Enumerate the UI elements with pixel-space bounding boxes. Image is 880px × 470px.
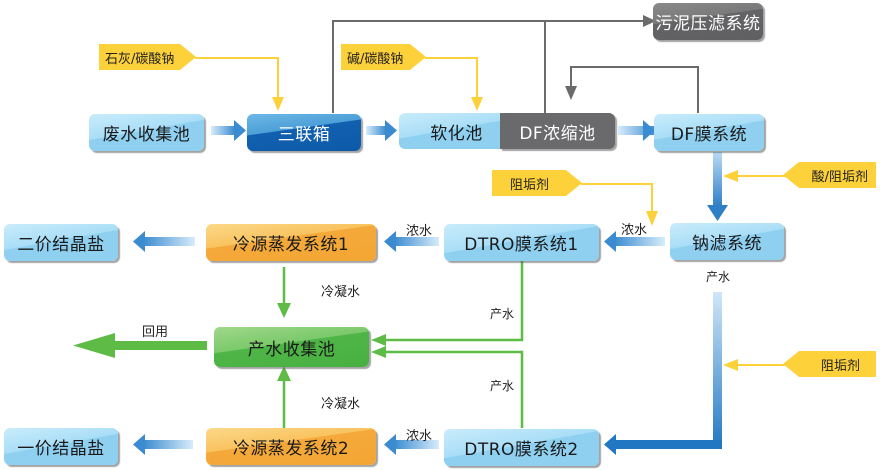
label-concentrate-dtro2: 浓水 <box>406 429 433 444</box>
arrow-dfpool-to-dfmembrane <box>618 120 656 141</box>
node-softening-pool[interactable]: 软化池 <box>399 113 514 149</box>
node-divalent-salt[interactable]: 二价结晶盐 <box>4 224 118 261</box>
node-evaporator1[interactable]: 冷源蒸发系统1 <box>206 224 376 261</box>
label-condensate-1: 冷凝水 <box>321 285 361 300</box>
node-wastewater-pool[interactable]: 废水收集池 <box>89 114 204 151</box>
label-condensate-2: 冷凝水 <box>321 397 361 412</box>
arrow-evaporator2-to-monovalent-salt <box>133 434 193 455</box>
label-permeate-dtro2: 产水 <box>490 379 515 393</box>
dosing-tag-antiscalant-2: 阻垢剂 <box>783 351 876 377</box>
label-concentrate-nf: 浓水 <box>621 223 648 238</box>
arrow-to-sludge-press <box>643 15 656 27</box>
label-concentrate-dtro1: 浓水 <box>406 224 433 239</box>
permeate-line-dtro1 <box>371 261 524 346</box>
node-evaporator2[interactable]: 冷源蒸发系统2 <box>206 428 376 465</box>
dosing-tag-antiscalant-1: 阻垢剂 <box>492 170 582 196</box>
label-reuse: 回用 <box>142 325 169 340</box>
node-triple-tank[interactable]: 三联箱 <box>247 114 361 151</box>
arrow-dtro2-to-evaporator2 <box>384 434 439 455</box>
dosing-tag-acid-antiscalant: 酸/阻垢剂 <box>783 162 876 188</box>
arrow-tripletank-to-softening <box>366 120 397 141</box>
arrow-dtro1-to-evaporator1 <box>384 231 439 252</box>
node-monovalent-salt[interactable]: 一价结晶盐 <box>4 428 118 465</box>
condensate-line-2 <box>277 366 291 428</box>
dosing-line-lime <box>195 57 284 111</box>
condensate-line-1 <box>277 267 291 318</box>
label-permeate-dtro1: 产水 <box>490 307 515 321</box>
dosing-line-acid <box>723 170 787 182</box>
arrow-evaporator1-to-divalent-salt <box>133 231 195 252</box>
dosing-line-alkali <box>425 57 483 111</box>
reuse-arrow <box>73 333 207 358</box>
df-return-line <box>565 66 699 113</box>
node-sludge-filter-press[interactable]: 污泥压滤系统 <box>653 3 763 40</box>
dosing-line-antiscalant-1 <box>581 183 658 226</box>
node-product-water-pool[interactable]: 产水收集池 <box>214 327 369 367</box>
label-permeate-nf: 产水 <box>706 270 731 284</box>
node-df-concentrate-pool[interactable]: DF浓缩池 <box>500 113 615 149</box>
dosing-line-antiscalant-2 <box>723 359 787 371</box>
arrow-nanofiltration-to-dtro1 <box>604 231 665 252</box>
node-dtro2[interactable]: DTRO膜系统2 <box>444 429 599 466</box>
dosing-tag-alkali-soda: 碱/碳酸钠 <box>341 44 426 70</box>
dosing-tag-lime-soda: 石灰/碳酸钠 <box>99 44 196 70</box>
sludge-line <box>332 20 645 113</box>
node-nanofiltration[interactable]: 钠滤系统 <box>670 223 784 260</box>
node-df-membrane[interactable]: DF膜系统 <box>654 114 764 151</box>
arrow-wastewater-to-tripletank <box>211 120 246 141</box>
permeate-line-dtro2 <box>371 346 524 428</box>
arrow-dfmembrane-to-nanofiltration <box>707 152 728 221</box>
arrow-nanofiltration-to-dtro2 <box>604 292 722 455</box>
node-dtro1[interactable]: DTRO膜系统1 <box>444 224 599 261</box>
